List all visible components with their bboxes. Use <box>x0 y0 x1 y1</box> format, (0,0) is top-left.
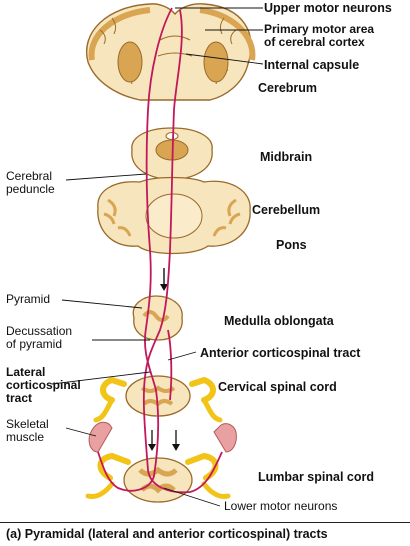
cerebrum-section <box>85 3 256 101</box>
skeletal-line2: muscle <box>6 430 45 444</box>
lumbar-label: Lumbar spinal cord <box>258 470 374 484</box>
lower-motor-neurons-label: Lower motor neurons <box>224 499 338 513</box>
cerebral-peduncle-line1: Cerebral <box>6 169 53 183</box>
decussation-line1: Decussation <box>6 324 73 338</box>
medulla-label: Medulla oblongata <box>224 314 334 328</box>
midbrain-label: Midbrain <box>260 150 313 164</box>
decussation-label: Decussation of pyramid <box>6 325 72 351</box>
lumbar-arrows <box>148 430 180 451</box>
descending-arrow <box>160 268 168 291</box>
figure-caption: (a) Pyramidal (lateral and anterior cort… <box>0 522 410 546</box>
corticospinal-tracts <box>97 7 223 494</box>
anterior-tract-label: Anterior corticospinal tract <box>200 346 361 360</box>
primary-motor-area-line1: Primary motor area <box>264 22 375 36</box>
lateral-line2: corticospinal <box>6 378 81 392</box>
skeletal-muscle-label: Skeletal muscle <box>6 418 49 444</box>
pyramid-label: Pyramid <box>6 292 51 306</box>
leader-lines <box>51 7 264 507</box>
cerebellum-label: Cerebellum <box>252 203 321 217</box>
cerebral-peduncle-line2: peduncle <box>6 182 55 196</box>
cerebral-peduncle-label: Cerebral peduncle <box>6 170 55 196</box>
pons-cerebellum-section <box>97 176 251 255</box>
lateral-line3: tract <box>6 391 33 405</box>
lateral-line1: Lateral <box>6 365 46 379</box>
primary-motor-area-label: Primary motor area of cerebral cortex <box>264 23 374 49</box>
decussation-line2: of pyramid <box>6 337 63 351</box>
cervical-label: Cervical spinal cord <box>218 380 337 394</box>
skeletal-line1: Skeletal <box>6 417 49 431</box>
cerebrum-label: Cerebrum <box>258 81 318 95</box>
primary-motor-area-line2: of cerebral cortex <box>264 35 365 49</box>
lateral-tract-label: Lateral corticospinal tract <box>6 366 81 405</box>
skeletal-muscles <box>88 421 237 453</box>
pons-label: Pons <box>276 238 307 252</box>
upper-motor-neurons-label: Upper motor neurons <box>264 1 392 15</box>
internal-capsule-label: Internal capsule <box>264 58 360 72</box>
